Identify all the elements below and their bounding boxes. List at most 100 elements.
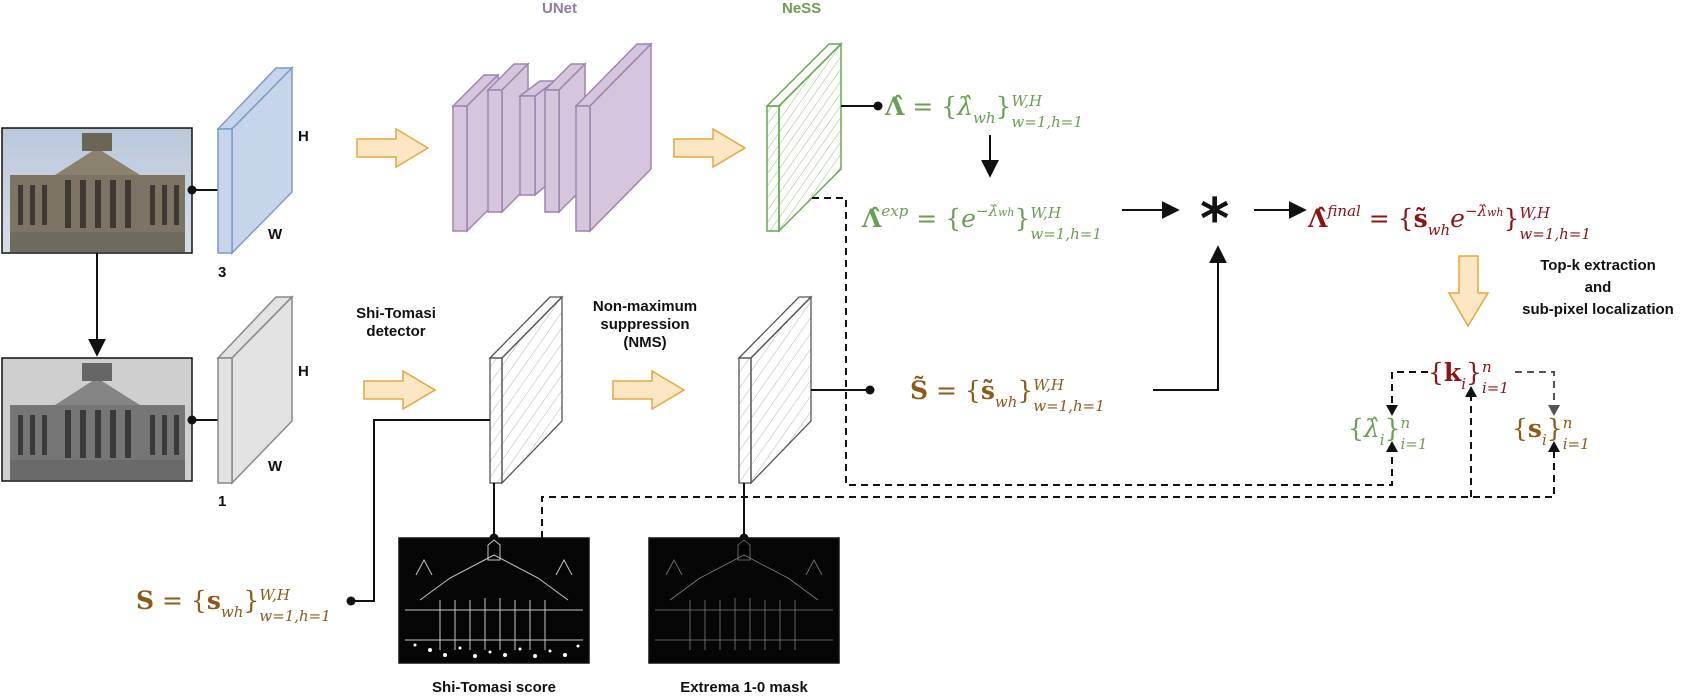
ness-title: NeSS — [782, 0, 822, 17]
s-sup: W,H — [259, 585, 290, 604]
s-i-sup: n — [1562, 413, 1573, 432]
lambda-exp-eq: = { — [908, 204, 962, 233]
mask-map-icon — [648, 537, 840, 664]
multiply-operator: * — [1200, 187, 1230, 252]
flow-arrow — [356, 127, 1490, 411]
lambda-hat-range: w=1,h=1 — [1011, 112, 1083, 131]
unet-block — [451, 42, 653, 233]
lambda-exp-range: w=1,h=1 — [1030, 224, 1102, 243]
s-i-formula: {si}n i=1 — [1512, 414, 1603, 455]
nms-block — [737, 295, 813, 485]
s-lhs: S — [136, 586, 155, 615]
topk-line-2: and — [1584, 279, 1612, 296]
nms-line-1: Non-maximum — [592, 298, 698, 315]
topk-label: Top-k extraction and sub-pixel localizat… — [1508, 255, 1688, 321]
lambda-hat-eq: = { — [904, 92, 958, 121]
k-close: } — [1466, 358, 1482, 387]
s-tilde-range: w=1,h=1 — [1033, 396, 1105, 415]
s-formula: S = {swh}W,H w=1,h=1 — [136, 586, 357, 627]
ness-block — [765, 42, 843, 233]
s-body: s — [206, 586, 221, 615]
lambda-i-open: { — [1348, 414, 1364, 443]
lambda-hat-formula: Λ̂ = {λ̂wh}W,H w=1,h=1 — [885, 92, 1109, 133]
s-i-body: s — [1527, 414, 1542, 443]
nms-label: Non-maximum suppression (NMS) — [580, 298, 710, 352]
gray-width-label: W — [268, 458, 283, 475]
lambda-final-eq: = { — [1360, 204, 1414, 233]
lambda-i-sup: n — [1400, 413, 1411, 432]
rgb-photo-icon — [1, 127, 193, 254]
shi-tomasi-score-caption: Shi-Tomasi score — [432, 679, 556, 696]
s-tilde-sub: wh — [994, 393, 1018, 411]
nms-line-2: suppression — [600, 316, 690, 333]
lambda-exp-body-sup: −λ̂ — [975, 202, 998, 220]
rgb-channel-label: 3 — [218, 264, 227, 281]
lambda-exp-formula: Λ̂exp = {e−λ̂wh}W,H w=1,h=1 — [862, 196, 1128, 243]
s-tilde-eq: = { — [928, 376, 981, 405]
k-sub: i — [1461, 375, 1467, 393]
lambda-i-formula: {λ̂i}n i=1 — [1348, 414, 1440, 455]
lambda-i-close: } — [1384, 414, 1401, 443]
lambda-final-sup: W,H — [1519, 203, 1551, 222]
topk-line-3: sub-pixel localization — [1522, 301, 1674, 318]
lambda-i-sub: i — [1379, 431, 1385, 449]
lambda-final-range: w=1,h=1 — [1519, 224, 1591, 243]
s-i-close: } — [1546, 414, 1563, 443]
rgb-width-label: W — [268, 226, 283, 243]
shi-tomasi-detector-line-1: Shi-Tomasi — [356, 305, 436, 322]
shi-tomasi-detector-line-2: detector — [366, 323, 426, 340]
s-tilde-close: } — [1017, 376, 1034, 405]
s-i-range: i=1 — [1562, 434, 1590, 453]
unet-title: UNet — [542, 0, 578, 17]
s-tilde-sup: W,H — [1033, 375, 1064, 394]
lambda-i-body: λ̂ — [1363, 414, 1380, 443]
s-close: } — [243, 586, 260, 615]
grayscale-tensor — [216, 295, 294, 485]
gray-height-label: H — [298, 363, 309, 380]
lambda-final-close: } — [1503, 204, 1520, 233]
lambda-exp-close: } — [1014, 204, 1031, 233]
s-i-sub: i — [1541, 431, 1547, 449]
k-sup: n — [1481, 357, 1492, 376]
lambda-exp-lhs-sup: exp — [881, 202, 909, 220]
lambda-final-lhs-sup: final — [1327, 202, 1361, 220]
score-map-icon — [398, 537, 590, 664]
lambda-final-sub: wh — [1427, 221, 1451, 239]
lambda-hat-body: λ̂ — [957, 92, 974, 121]
s-sub: wh — [220, 603, 244, 621]
s-range: w=1,h=1 — [259, 606, 331, 625]
k-body: k — [1443, 358, 1462, 387]
topk-line-1: Top-k extraction — [1540, 257, 1656, 274]
s-tilde-lhs: S̃ — [910, 376, 929, 405]
shi-tomasi-detector-label: Shi-Tomasi detector — [341, 305, 451, 341]
lambda-exp-body-sup-sub: wh — [997, 206, 1015, 219]
lambda-final-lhs: Λ̂ — [1308, 204, 1328, 233]
s-i-open: { — [1512, 414, 1528, 443]
s-tilde-formula: S̃ = {s̃wh}W,H w=1,h=1 — [910, 376, 1131, 417]
lambda-final-body2: e — [1450, 204, 1465, 233]
s-eq: = { — [154, 586, 207, 615]
lambda-hat-lhs: Λ̂ — [885, 92, 905, 121]
gray-channel-label: 1 — [218, 493, 227, 510]
lambda-exp-body: e — [961, 204, 976, 233]
rgb-height-label: H — [298, 128, 309, 145]
lambda-hat-sub: wh — [973, 109, 996, 127]
lambda-exp-sup: W,H — [1030, 203, 1062, 222]
grayscale-photo-icon — [1, 357, 193, 482]
lambda-final-body2-sup-sub: wh — [1487, 206, 1504, 219]
lambda-hat-sup: W,H — [1011, 91, 1043, 110]
k-open: { — [1428, 358, 1444, 387]
lambda-final-body2-sup: −λ̂ — [1464, 202, 1488, 220]
lambda-final-body: s̃ — [1413, 204, 1428, 233]
s-tilde-body: s̃ — [980, 376, 995, 405]
lambda-exp-lhs: Λ̂ — [862, 204, 882, 233]
lambda-hat-close: } — [995, 92, 1012, 121]
shi-tomasi-block — [488, 295, 564, 485]
nms-line-3: (NMS) — [623, 334, 667, 351]
extrema-mask-caption: Extrema 1-0 mask — [680, 679, 808, 696]
lambda-i-range: i=1 — [1400, 434, 1428, 453]
rgb-tensor — [216, 66, 294, 255]
